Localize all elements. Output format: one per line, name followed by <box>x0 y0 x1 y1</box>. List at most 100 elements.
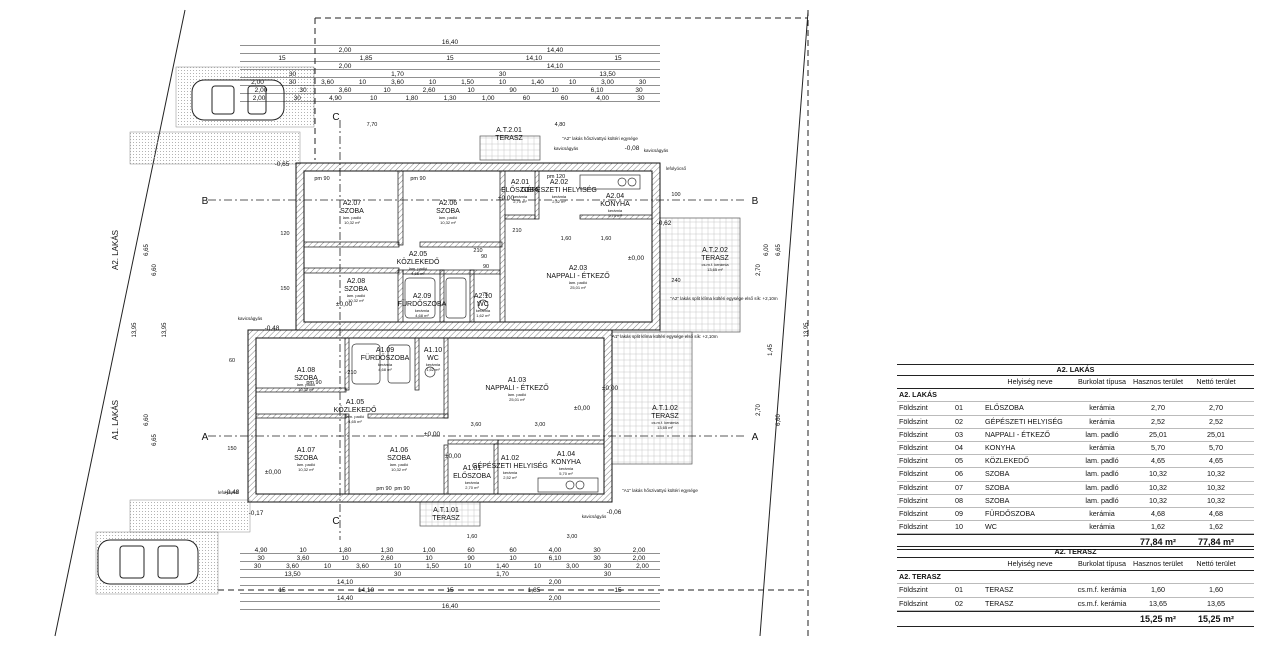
dimension-label: 30 <box>639 79 647 86</box>
room-area: 5,70 m² <box>608 213 622 218</box>
room-code: A2.01 <box>511 179 529 186</box>
dimension-label: 2,00 <box>339 47 352 54</box>
table-cell: kerámia <box>1089 508 1115 518</box>
dimension-label: 6,65 <box>152 434 158 446</box>
dimension-label: 3,60 <box>339 87 352 94</box>
dimension-label: 15 <box>278 587 286 594</box>
dimension-label: 1,45 <box>768 344 774 356</box>
dimension-label: 10 <box>569 79 577 86</box>
table-cell: 5,70 <box>1209 442 1223 452</box>
room-code: A1.08 <box>297 367 315 374</box>
dimension-label: 2,70 <box>756 404 762 416</box>
dimension-label: 10 <box>429 79 437 86</box>
total-net: 15,25 m² <box>1197 613 1235 624</box>
dimension-label: 6,65 <box>776 244 782 256</box>
room-area: 4,68 m² <box>378 367 392 372</box>
dimension-label: 6,00 <box>764 244 770 256</box>
dimension-label: 6,10 <box>591 87 604 94</box>
room-name: SZOBA <box>294 455 318 462</box>
level-mark: ±0,00 <box>424 431 441 438</box>
level-mark: ±0,00 <box>445 453 462 460</box>
table-cell: 1,62 <box>1209 522 1223 532</box>
dimension-label: 10 <box>464 563 472 570</box>
room-name: ELŐSZOBA <box>501 185 539 194</box>
dimension-label: 1,00 <box>482 95 495 102</box>
dimension-label: pm 90 <box>306 380 321 386</box>
dimension-label: 15 <box>446 587 454 594</box>
dimension-label: pm 90 <box>376 486 391 492</box>
dimension-label: 10 <box>370 95 378 102</box>
table-cell: 4,68 <box>1209 508 1223 518</box>
table-total-row: 77,84 m² 77,84 m² <box>897 534 1254 551</box>
column-header: Burkolat típusa <box>1078 377 1126 386</box>
dimension-label: 1,40 <box>531 79 544 86</box>
table-cell: Földszint <box>899 403 928 413</box>
plan-note: "A2" lakás hőszivattyú kültéri egysége <box>562 136 638 141</box>
dimension-label: 30 <box>294 95 302 102</box>
room-code: A1.09 <box>376 347 394 354</box>
room-area: 2,70 m² <box>465 485 479 490</box>
dimension-label: 30 <box>254 563 262 570</box>
room-code: A1.04 <box>557 451 575 458</box>
dimension-label: 10 <box>299 547 307 554</box>
plot-boundary <box>54 9 809 637</box>
dimension-label: 1,60 <box>561 236 572 242</box>
dimension-label: 15 <box>278 55 286 62</box>
room-area: 10,32 m² <box>298 467 314 472</box>
table-cell: 25,01 <box>1207 429 1225 439</box>
dimension-label: 13,95 <box>162 322 168 338</box>
room-code: A2.10 <box>474 293 492 300</box>
dimension-label: 4,80 <box>555 122 566 128</box>
table-title: A2. LAKÁS <box>897 364 1254 376</box>
room-area: 13,65 m² <box>707 267 723 272</box>
room-area: 10,32 m² <box>391 467 407 472</box>
room-area: 25,01 m² <box>509 397 525 402</box>
plan-note: kavicságyás <box>582 514 607 519</box>
room-name: FÜRDŐSZOBA <box>361 353 410 362</box>
dimension-label: 14,40 <box>547 47 564 54</box>
dimension-label: 60 <box>467 547 475 554</box>
dimension-label: 75 <box>482 292 488 298</box>
dimension-label: 6,60 <box>152 264 158 276</box>
room-finish: kerámia <box>513 194 528 199</box>
room-name: SZOBA <box>344 286 368 293</box>
level-mark: -0,65 <box>275 161 290 168</box>
table-cell: 10,32 <box>1207 469 1225 479</box>
table-cell: 10,32 <box>1149 469 1167 479</box>
section-lines <box>208 120 745 540</box>
dimension-label: 2,60 <box>381 555 394 562</box>
table-cell: 2,70 <box>1209 403 1223 413</box>
table-cell: 25,01 <box>1149 429 1167 439</box>
dimension-label: 30 <box>635 87 643 94</box>
room-name: TERASZ <box>701 255 729 262</box>
section-mark: B <box>202 196 209 207</box>
table-header-row: Helyiség neve Burkolat típusa Hasznos te… <box>897 558 1254 572</box>
level-mark: -0,62 <box>657 220 672 227</box>
column-header: Burkolat típusa <box>1078 559 1126 568</box>
dimension-label: 90 <box>467 555 475 562</box>
dimension-label: 30 <box>499 71 507 78</box>
dimension-label: 30 <box>593 547 601 554</box>
room-code: A1.01 <box>463 465 481 472</box>
terrace-tiles <box>419 135 741 527</box>
dimension-label: 13,50 <box>599 71 616 78</box>
room-finish: kerámia <box>426 362 441 367</box>
dimension-label: 60 <box>561 95 569 102</box>
dimension-label: 210 <box>512 228 521 234</box>
column-header: Hasznos terület <box>1133 559 1183 568</box>
room-code: A2.09 <box>413 293 431 300</box>
table-cell: 5,70 <box>1151 442 1165 452</box>
dimension-label: 210 <box>347 370 356 376</box>
dimension-label: pm 90 <box>314 176 329 182</box>
room-area: 10,32 m² <box>348 298 364 303</box>
table-cell: Földszint <box>899 522 928 532</box>
table-cell: 1,62 <box>1151 522 1165 532</box>
table-cell: SZOBA <box>985 482 1010 492</box>
room-code: A2.08 <box>347 278 365 285</box>
table-cell: 2,52 <box>1209 416 1223 426</box>
table-cell: 10,32 <box>1207 495 1225 505</box>
dimension-label: 6,65 <box>144 244 150 256</box>
table-cell: lam. padló <box>1085 429 1119 439</box>
area-table-apartment: A2. LAKÁS Helyiség neve Burkolat típusa … <box>897 364 1254 551</box>
